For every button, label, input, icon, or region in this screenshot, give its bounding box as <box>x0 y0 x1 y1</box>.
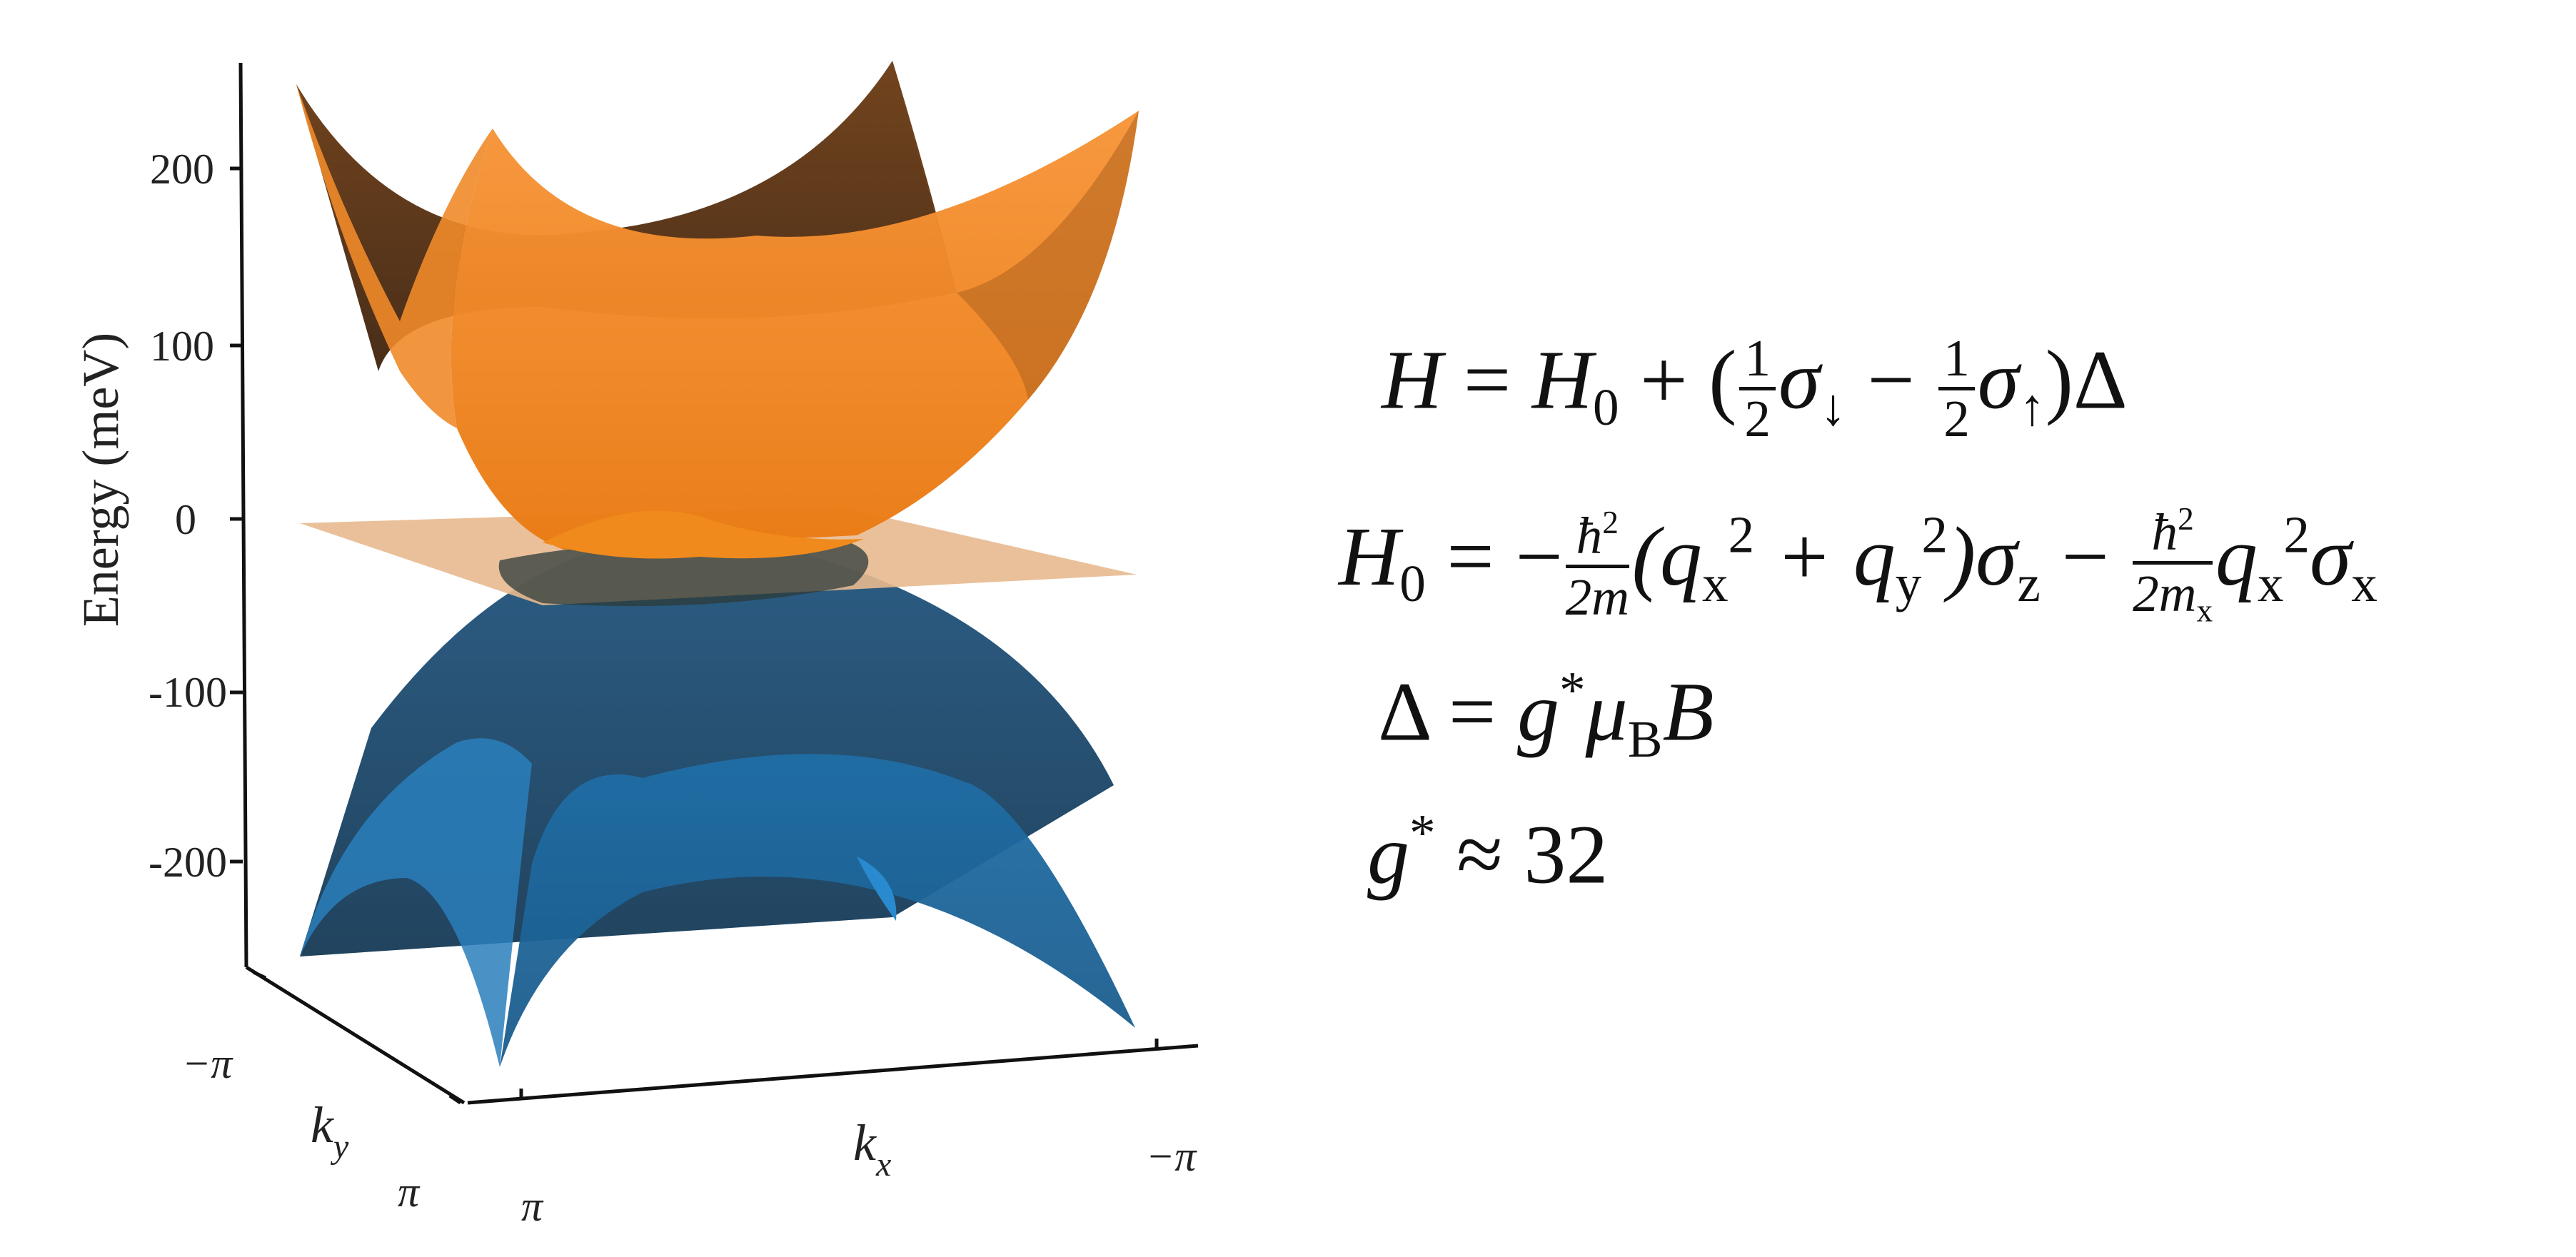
z-tick-label-0: 0 <box>175 496 196 543</box>
upper-band-right-wing <box>892 61 1139 400</box>
kx-tick-label-pi: π <box>521 1183 544 1230</box>
equation-delta: Δ = g*μBB <box>1378 661 1714 768</box>
upper-band-minimum <box>543 510 864 559</box>
z-axis-line <box>238 62 248 968</box>
kx-axis-title-k: k <box>853 1114 877 1171</box>
z-tick-label-neg100: -100 <box>149 669 227 716</box>
lower-band-right-tip <box>857 857 897 921</box>
axes <box>230 62 1199 1105</box>
z-axis-title: Energy (meV) <box>72 333 129 627</box>
z-ticks <box>230 166 243 864</box>
z-tick-label-200: 200 <box>150 146 214 193</box>
z-tick-label-neg200: -200 <box>149 839 227 886</box>
kx-axis-line <box>467 1044 1199 1105</box>
ky-axis-title-k: k <box>311 1096 335 1153</box>
lower-band-left-wing <box>300 738 532 1067</box>
lower-band-surface <box>300 535 1135 1067</box>
ky-tick-label-neg-pi: −π <box>182 1040 233 1087</box>
ky-axis-line <box>245 965 466 1105</box>
upper-band-front <box>451 111 1139 550</box>
kx-tick-label-neg-pi: −π <box>1146 1133 1197 1180</box>
upper-band-surface <box>296 61 1139 559</box>
equation-g-factor: g* ≈ 32 <box>1367 804 1609 902</box>
ky-axis-title: ky <box>311 1096 349 1166</box>
z-tick-label-100: 100 <box>150 323 214 370</box>
kx-axis-title-sub: x <box>875 1146 891 1183</box>
kx-axis-title: kx <box>853 1114 891 1183</box>
ky-axis-title-sub: y <box>330 1128 349 1166</box>
ky-tick-label-pi: π <box>398 1168 421 1216</box>
upper-band-left-wing <box>296 84 493 428</box>
lower-band-front <box>500 754 1135 1067</box>
